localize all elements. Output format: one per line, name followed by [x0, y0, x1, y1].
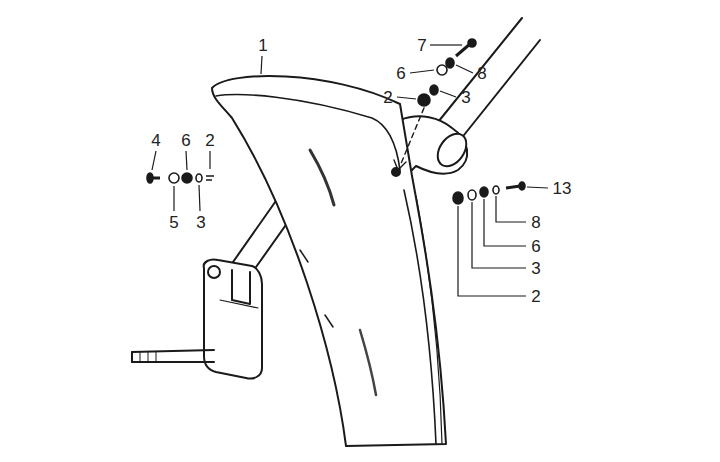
callout-number: 2: [203, 131, 216, 150]
callout-number: 4: [149, 131, 162, 150]
callout-number: 3: [459, 88, 472, 107]
callout-number: 5: [167, 213, 180, 232]
callout-number: 1: [256, 36, 269, 55]
callout-number: 7: [415, 36, 428, 55]
callout-number: 13: [551, 179, 574, 198]
callout-number: 8: [475, 64, 488, 83]
callout-number: 3: [194, 213, 207, 232]
callout-number: 6: [529, 237, 542, 256]
callout-number: 6: [394, 64, 407, 83]
callout-number: 2: [381, 88, 394, 107]
callout-number: 2: [529, 287, 542, 306]
callout-number: 6: [179, 131, 192, 150]
callout-number: 3: [529, 259, 542, 278]
callout-number: 8: [529, 213, 542, 232]
